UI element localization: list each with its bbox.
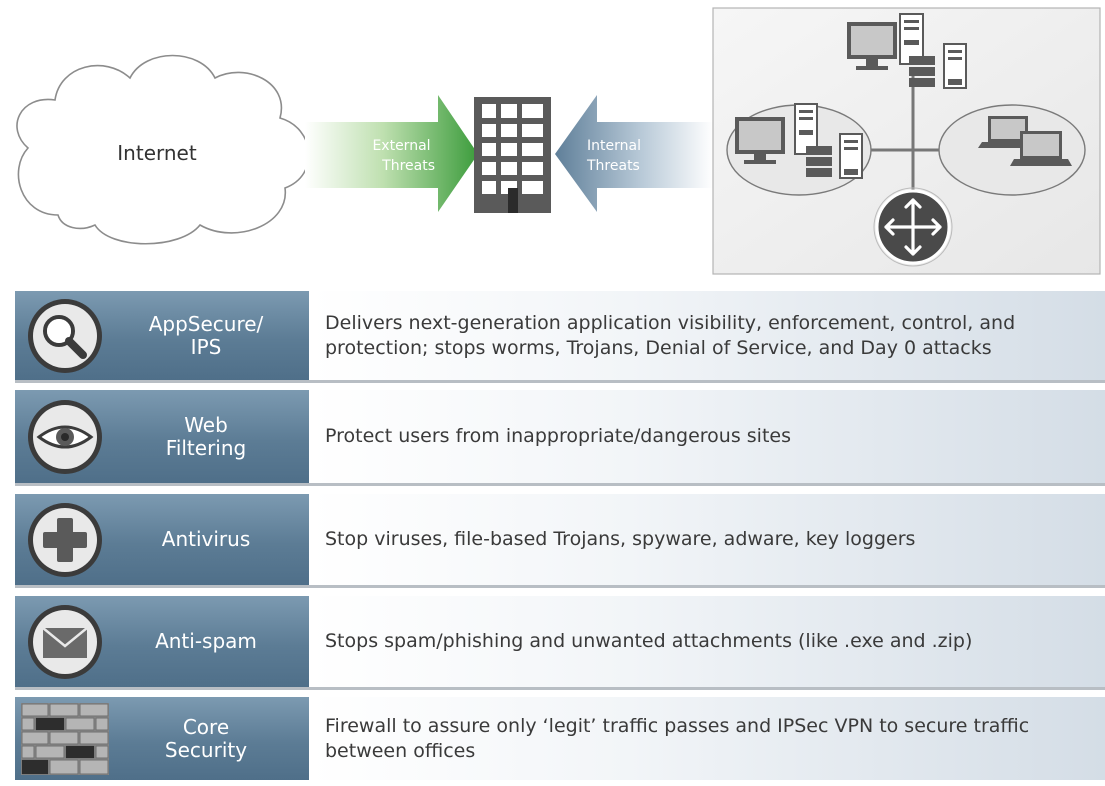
feature-row-core-security: Core Security Firewall to assure only ‘l…	[15, 697, 1105, 780]
feature-description: Protect users from inappropriate/dangero…	[311, 390, 1105, 483]
right-laptop-1-icon	[978, 116, 1038, 148]
external-threats-arrow	[305, 95, 478, 212]
magnifier-icon	[15, 296, 115, 376]
feature-label-panel: AppSecure/ IPS	[15, 291, 311, 380]
feature-row-web-filtering: Web Filtering Protect users from inappro…	[15, 390, 1105, 486]
feature-name: Anti-spam	[155, 629, 257, 653]
feature-description: Delivers next-generation application vis…	[311, 291, 1105, 380]
left-workstation-icon	[735, 117, 785, 164]
feature-description: Stops spam/phishing and unwanted attachm…	[311, 596, 1105, 687]
feature-name: Antivirus	[161, 527, 251, 551]
building-icon	[474, 97, 551, 213]
feature-label-panel: Core Security	[15, 697, 311, 780]
network-threat-diagram: Internet External Threats Internal Threa…	[16, 7, 1101, 275]
feature-row-antivirus: Antivirus Stop viruses, file-based Troja…	[15, 494, 1105, 588]
top-server-small-icon	[943, 43, 967, 89]
right-laptop-2-icon	[1010, 131, 1072, 166]
feature-label-panel: Anti-spam	[15, 596, 311, 687]
internet-label: Internet	[117, 141, 197, 165]
external-threats-label: External Threats	[372, 138, 435, 174]
plus-cross-icon	[15, 500, 115, 580]
feature-row-anti-spam: Anti-spam Stops spam/phishing and unwant…	[15, 596, 1105, 690]
internal-network-panel	[712, 7, 1101, 275]
internal-threats-label: Internal Threats	[586, 138, 645, 174]
feature-label-panel: Web Filtering	[15, 390, 311, 483]
internal-threats-arrow	[555, 95, 713, 212]
left-server-tower-icon	[794, 103, 818, 155]
left-server-rack-icon	[806, 146, 832, 177]
top-server-rack-icon	[909, 56, 935, 87]
feature-description: Stop viruses, file-based Trojans, spywar…	[311, 494, 1105, 585]
eye-icon	[15, 397, 115, 477]
feature-description: Firewall to assure only ‘legit’ traffic …	[311, 697, 1105, 780]
feature-name: Core Security	[164, 714, 248, 762]
internet-cloud-icon	[16, 54, 310, 245]
feature-name: AppSecure/ IPS	[148, 311, 264, 359]
feature-row-appsecure: AppSecure/ IPS Delivers next-generation …	[15, 291, 1105, 383]
top-workstation-icon	[847, 22, 897, 70]
envelope-icon	[15, 602, 115, 682]
feature-name: Web Filtering	[165, 412, 247, 460]
feature-label-panel: Antivirus	[15, 494, 311, 585]
left-server-small-icon	[839, 133, 863, 179]
brick-wall-icon	[15, 702, 115, 775]
router-icon	[873, 187, 953, 267]
